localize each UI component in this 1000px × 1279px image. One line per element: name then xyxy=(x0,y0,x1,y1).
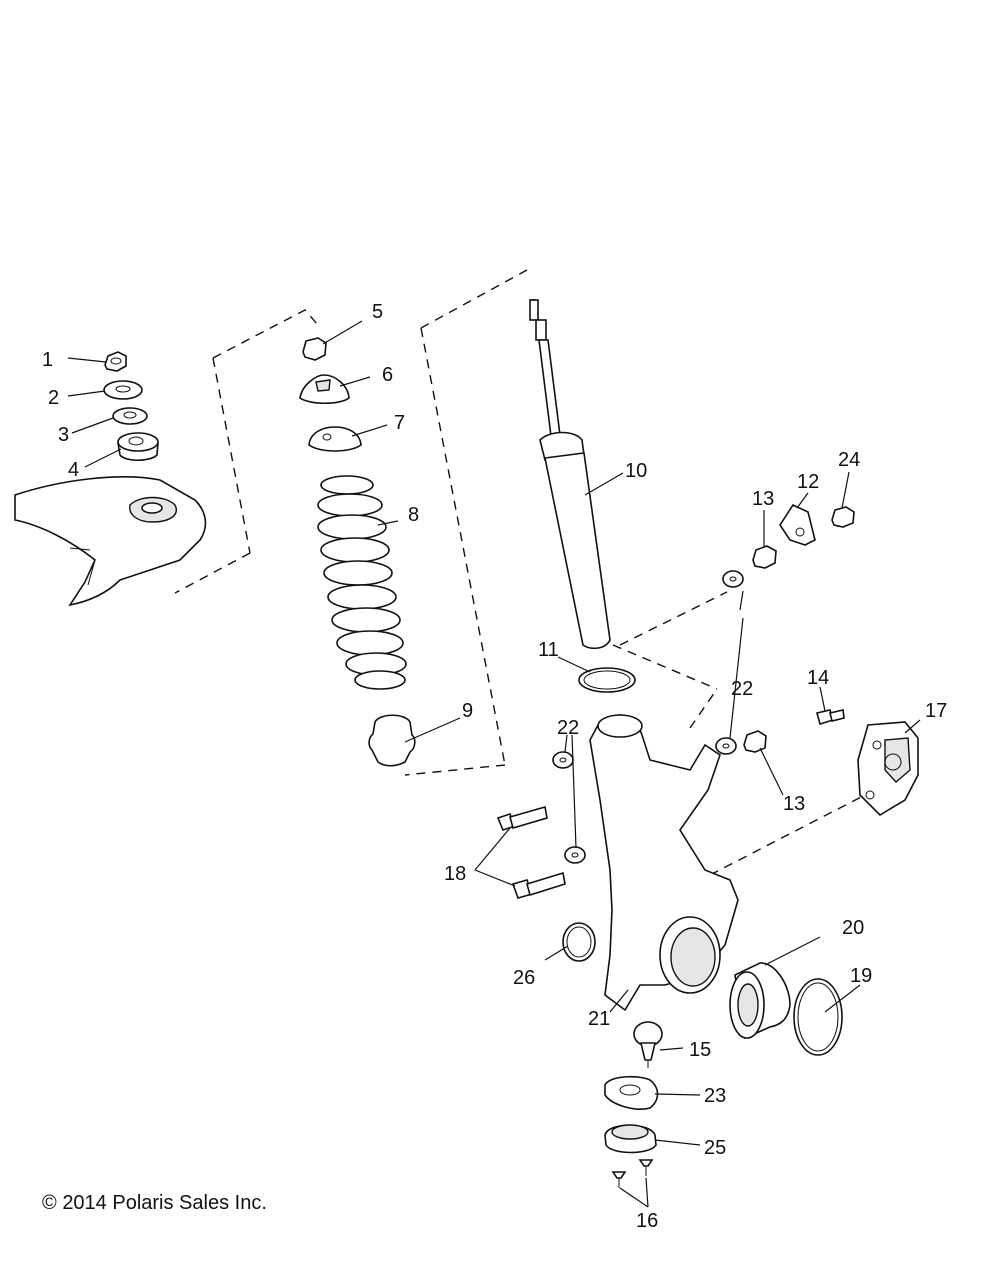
part-19-snap-ring xyxy=(793,978,843,1056)
frame-bracket xyxy=(14,476,207,607)
callout-21: 21 xyxy=(588,1008,610,1030)
part-16-screws xyxy=(611,1159,654,1188)
part-22-washer-left-upper xyxy=(552,751,574,769)
callout-2: 2 xyxy=(48,387,59,409)
part-2-washer xyxy=(103,380,143,400)
callout-15: 15 xyxy=(689,1039,711,1061)
part-26-ring xyxy=(562,922,596,962)
part-17-caliper xyxy=(857,721,919,817)
part-18-bolt-lower xyxy=(511,871,566,899)
part-24-nut xyxy=(831,506,855,528)
callout-13-lower: 13 xyxy=(783,793,805,815)
part-12-clip xyxy=(779,503,816,546)
callout-8: 8 xyxy=(408,504,419,526)
callout-19: 19 xyxy=(850,965,872,987)
callout-12: 12 xyxy=(797,471,819,493)
callout-22-right: 22 xyxy=(731,678,753,700)
callout-10: 10 xyxy=(625,460,647,482)
part-7-spring-seat xyxy=(308,426,362,452)
copyright-notice: © 2014 Polaris Sales Inc. xyxy=(42,1192,267,1215)
part-22-washer-right-lower xyxy=(715,737,737,755)
callout-17: 17 xyxy=(925,700,947,722)
part-8-coil-spring xyxy=(317,475,407,690)
callout-11: 11 xyxy=(538,639,559,661)
callout-1: 1 xyxy=(42,349,53,371)
callout-9: 9 xyxy=(462,700,473,722)
callout-13-upper: 13 xyxy=(752,488,774,510)
callout-22-left: 22 xyxy=(557,717,579,739)
part-13-nut-upper xyxy=(752,545,777,569)
copyright-symbol: © xyxy=(42,1192,57,1214)
callout-labels: 1 2 3 4 5 6 7 8 9 10 11 12 13 24 22 14 1… xyxy=(42,301,947,1232)
callout-7: 7 xyxy=(394,412,405,434)
callout-14: 14 xyxy=(807,667,829,689)
callout-23: 23 xyxy=(704,1085,726,1107)
part-25-boot xyxy=(604,1124,657,1154)
part-6-cap xyxy=(299,374,350,405)
part-4-bushing xyxy=(117,432,159,462)
part-1-nut xyxy=(104,351,127,372)
callout-5: 5 xyxy=(372,301,383,323)
part-20-bearing xyxy=(729,962,791,1040)
callout-18: 18 xyxy=(444,863,466,885)
part-21-knuckle xyxy=(589,714,739,1012)
part-22-washer-left-lower xyxy=(564,846,586,864)
part-9-bump-stop xyxy=(368,714,416,767)
part-18-bolt-upper xyxy=(496,805,548,831)
callout-26: 26 xyxy=(513,967,535,989)
part-22-washer-right-upper xyxy=(722,570,744,588)
callout-16: 16 xyxy=(636,1210,658,1232)
part-3-washer xyxy=(112,407,148,425)
part-13-nut-lower xyxy=(743,730,767,753)
callout-3: 3 xyxy=(58,424,69,446)
callout-24: 24 xyxy=(838,449,860,471)
phantom-lines xyxy=(174,269,866,876)
part-5-nut xyxy=(302,337,327,361)
part-10-shock xyxy=(529,299,611,650)
callout-25: 25 xyxy=(704,1137,726,1159)
callout-6: 6 xyxy=(382,364,393,386)
part-11-ring xyxy=(578,667,636,693)
part-15-ball-joint xyxy=(633,1021,663,1068)
part-23-plate xyxy=(604,1075,659,1110)
callout-20: 20 xyxy=(842,917,864,939)
part-14-bolt xyxy=(816,709,845,726)
copyright-text: 2014 Polaris Sales Inc. xyxy=(62,1192,267,1214)
callout-4: 4 xyxy=(68,459,79,481)
leader-lines xyxy=(67,320,921,1208)
